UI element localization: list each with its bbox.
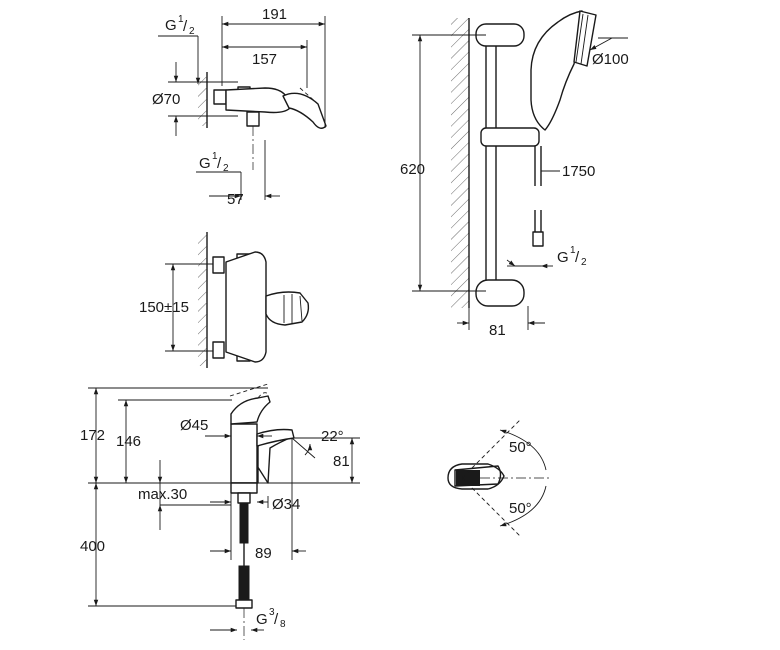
- dim-89: 89: [255, 545, 272, 562]
- shower-rail-view: [412, 10, 628, 330]
- angle-bottom: 50°: [509, 500, 532, 517]
- thread-numerator: 1: [212, 151, 218, 162]
- mixer-body: [225, 87, 291, 114]
- basin-lever: [230, 395, 271, 425]
- front-handle: [265, 291, 310, 326]
- shower-mixer-side-view: [158, 16, 327, 200]
- svg-text:/: /: [217, 155, 222, 172]
- thread-numerator: 1: [570, 245, 576, 256]
- svg-text:/: /: [274, 611, 279, 628]
- dim-57: 57: [227, 191, 244, 208]
- thread-label-bottom: G 1 / 2: [199, 151, 229, 174]
- hose-nut: [532, 231, 544, 247]
- dim-hose-length: 1750: [562, 163, 595, 180]
- dim-spacing: 150±15: [139, 299, 189, 316]
- thread-label-shower: G 1 / 2: [557, 245, 587, 268]
- wall-hatch: [451, 18, 469, 308]
- dim-diameter-34: Ø34: [272, 496, 300, 513]
- thread-numerator: 3: [269, 607, 275, 618]
- thread-label-top: G 1 / 2: [165, 14, 195, 37]
- dim-172: 172: [80, 427, 105, 444]
- shower-mixer-front-view: [165, 232, 310, 368]
- thread-denominator: 8: [280, 619, 286, 630]
- lower-bracket: [475, 279, 525, 307]
- mixer-handle: [282, 92, 327, 129]
- angle-top: 50°: [509, 439, 532, 456]
- thread-letter: G: [199, 155, 211, 172]
- fixing-plate: [230, 482, 258, 494]
- svg-text:/: /: [183, 18, 188, 35]
- dim-81-depth: 81: [489, 322, 506, 339]
- wall-hatch: [198, 74, 207, 126]
- dim-max-thickness: max.30: [138, 486, 187, 503]
- mixer-front-body: [225, 251, 267, 363]
- dim-191: 191: [262, 6, 287, 23]
- thread-numerator: 1: [178, 14, 184, 25]
- lever-top-view: [447, 419, 552, 537]
- dim-spout-81: 81: [333, 453, 350, 470]
- thread-letter: G: [165, 17, 177, 34]
- thread-denominator: 2: [223, 163, 229, 174]
- dim-diameter-45: Ø45: [180, 417, 208, 434]
- dim-620: 620: [400, 161, 425, 178]
- dim-157: 157: [252, 51, 277, 68]
- dim-head-diameter: Ø100: [592, 51, 629, 68]
- thread-denominator: 2: [189, 26, 195, 37]
- lever-grip: [456, 470, 480, 486]
- dim-146: 146: [116, 433, 141, 450]
- thread-letter: G: [256, 611, 268, 628]
- outlet-nut: [246, 111, 260, 127]
- thread-letter: G: [557, 249, 569, 266]
- dim-spout-angle: 22°: [321, 428, 344, 445]
- thread-denominator: 2: [581, 257, 587, 268]
- basin-body: [230, 423, 258, 484]
- dim-diameter-70: Ø70: [152, 91, 180, 108]
- slider: [480, 127, 540, 147]
- basin-mixer-view: [88, 383, 360, 640]
- connection-nut: [213, 89, 227, 105]
- dim-400: 400: [80, 538, 105, 555]
- thread-label-basin: G 3 / 8: [256, 607, 286, 630]
- svg-text:/: /: [575, 249, 580, 266]
- hand-shower: [530, 10, 586, 131]
- shower-rail: [485, 34, 497, 304]
- threaded-rod: [239, 502, 249, 544]
